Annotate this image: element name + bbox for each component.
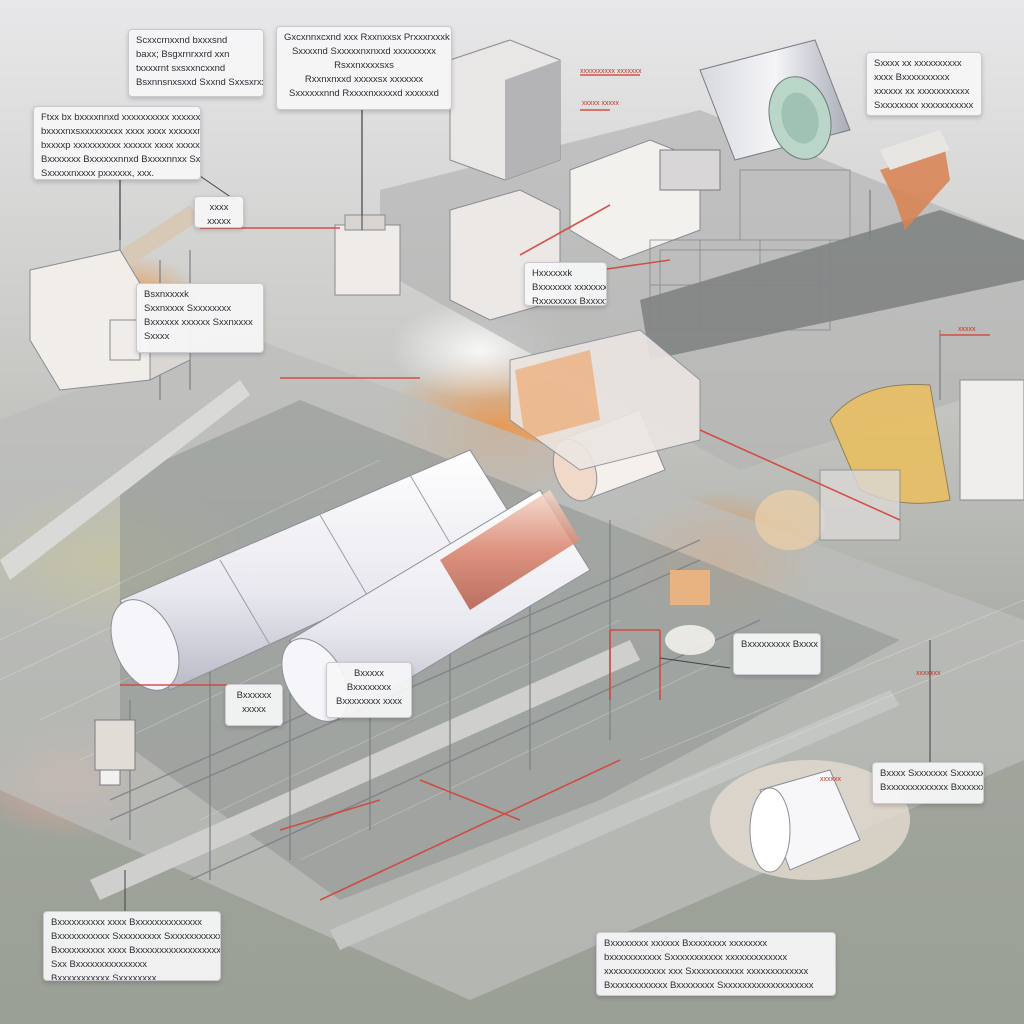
copper-chute [880, 150, 950, 230]
red-tag-tank: xxxxxx [820, 776, 841, 783]
callout-top-right: Sxxxx xx xxxxxxxxxx xxxx Bxxxxxxxxxx xxx… [866, 52, 982, 116]
callout-top-left: Scxxcrnxxnd bxxxsnd baxx; Bsgxrnrxxrd xx… [128, 29, 264, 97]
callout-bottom-left: Bxxxxxxxxxx xxxx Bxxxxxxxxxxxxxx Bxxxxxx… [43, 911, 221, 981]
callout-pipe-left: Bxxxxxx xxxxx [225, 684, 283, 726]
red-process-lines [120, 74, 990, 901]
slab-rim-right [330, 690, 900, 950]
callout-pipe-center: Bxxxxx Bxxxxxxxx Bxxxxxxxx xxxx [326, 662, 412, 718]
callout-small-label: xxxx xxxxx [194, 196, 244, 228]
center-pump-housing [334, 224, 401, 296]
red-tag-top: xxxxxxxxxx xxxxxxx [580, 68, 642, 75]
callout-bottom-right: Bxxxxxxxx xxxxxx Bxxxxxxxx xxxxxxxx bxxx… [596, 932, 836, 996]
center-pump-top [344, 214, 386, 231]
callout-left-upper: Ftxx bx bxxxxnnxd xxxxxxxxxx xxxxxx bxxx… [33, 106, 201, 180]
rotary-drum [699, 39, 851, 161]
upper-platform-edge [640, 210, 1024, 360]
callout-center-mid: Hxxxxxxk Bxxxxxxx xxxxxxxx Rxxxxxxxx Bxx… [524, 262, 607, 306]
main-pipe-left [110, 449, 521, 691]
callout-leaders [119, 110, 931, 912]
rear-building-dark [505, 60, 560, 180]
chute-cap [880, 130, 950, 170]
callout-right-lower: Bxxxx Sxxxxxxx Sxxxxxx Bxxxxxxxxxxxxx Bx… [872, 762, 984, 804]
centre-housing [509, 329, 701, 471]
right-machinery [755, 469, 901, 550]
drum-support [659, 149, 721, 191]
red-tag-right-lower: xxxxxxx [916, 670, 941, 677]
upper-frame [649, 169, 851, 331]
valve-cluster-left [94, 719, 136, 786]
red-tag-top-2: xxxxx xxxxx [582, 100, 619, 107]
slab-rim-left [0, 380, 250, 580]
slab-rim-front [90, 640, 640, 900]
red-tag-right: xxxxx [958, 326, 976, 333]
callout-right-mid: Bxxxxxxxxx Bxxxx [733, 633, 821, 675]
callout-left-mid: Bsxnxxxxk Sxxnxxxx Sxxxxxxxx Bxxxxxx xxx… [136, 283, 264, 353]
callout-top-center: Gxcxnnxcxnd xxx Rxxnxxsx Prxxxrxxxk Sxxx… [276, 26, 452, 110]
orange-pump [665, 570, 715, 655]
storage-tank [710, 760, 910, 880]
left-hopper-box [109, 319, 141, 361]
